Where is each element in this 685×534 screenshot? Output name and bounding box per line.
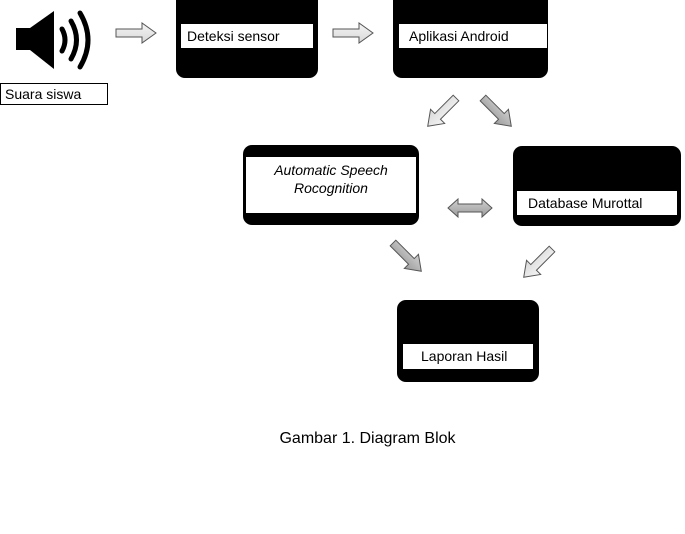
node-sensor-label: Deteksi sensor	[181, 24, 313, 48]
speaker-caption: Suara siswa	[0, 83, 108, 105]
arrow-asr-to-report	[385, 235, 429, 279]
node-asr-label: Automatic Speech Rocognition	[246, 157, 416, 213]
node-android: Aplikasi Android	[393, 0, 548, 78]
node-report: Laporan Hasil	[397, 300, 539, 382]
speaker-icon	[16, 10, 91, 70]
node-report-label: Laporan Hasil	[403, 344, 533, 369]
arrow-android-to-database	[475, 90, 519, 134]
arrow-asr-database-bidirectional	[447, 197, 493, 219]
arrow-speaker-to-sensor	[115, 22, 157, 44]
arrow-database-to-report	[516, 241, 560, 285]
node-asr-label-line1: Automatic Speech	[274, 162, 388, 178]
node-database-label: Database Murottal	[517, 191, 677, 215]
node-database: Database Murottal	[513, 146, 681, 226]
arrow-sensor-to-android	[332, 22, 374, 44]
figure-caption: Gambar 1. Diagram Blok	[279, 430, 456, 447]
node-asr: Automatic Speech Rocognition	[243, 145, 419, 225]
node-android-label: Aplikasi Android	[399, 24, 547, 48]
arrow-android-to-asr	[420, 90, 464, 134]
node-sensor: Deteksi sensor	[176, 0, 318, 78]
node-asr-label-line2: Rocognition	[294, 180, 368, 196]
